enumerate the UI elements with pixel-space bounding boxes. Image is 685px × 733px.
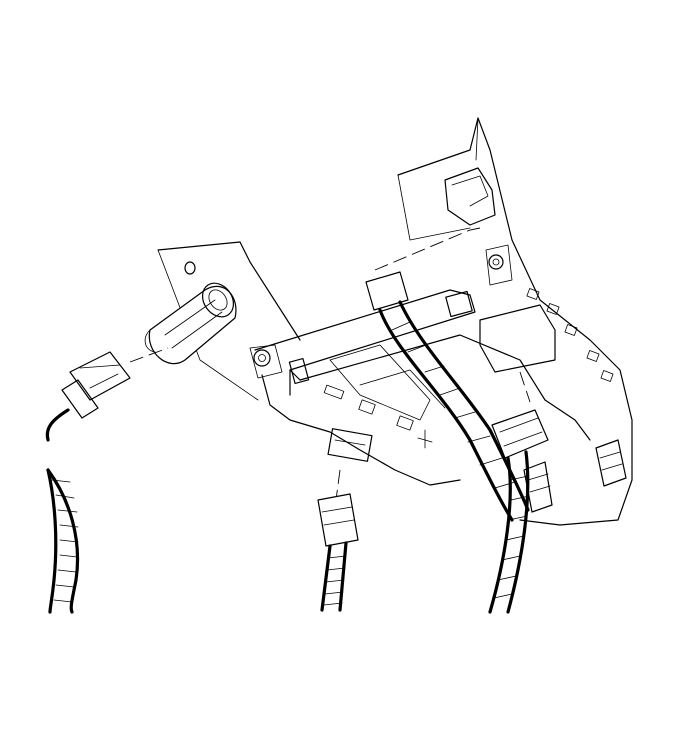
lighter-trim-panel	[157, 241, 301, 401]
center-harness-connector	[317, 469, 359, 612]
bracket-slots	[526, 288, 614, 382]
right-side-connectors	[523, 439, 627, 513]
main-harness-wrap	[391, 321, 516, 489]
console-trim-panel	[249, 289, 591, 486]
lower-harness-wrap	[493, 475, 530, 599]
left-harness	[45, 408, 80, 614]
instrument-panel-bracket	[397, 117, 633, 526]
lighter-connector	[61, 347, 169, 419]
lighter-socket	[144, 282, 237, 365]
left-harness-wrap	[51, 479, 79, 603]
panel-indicators	[323, 384, 433, 449]
center-harness-wrap	[323, 555, 347, 606]
right-harness-connector	[365, 227, 549, 614]
